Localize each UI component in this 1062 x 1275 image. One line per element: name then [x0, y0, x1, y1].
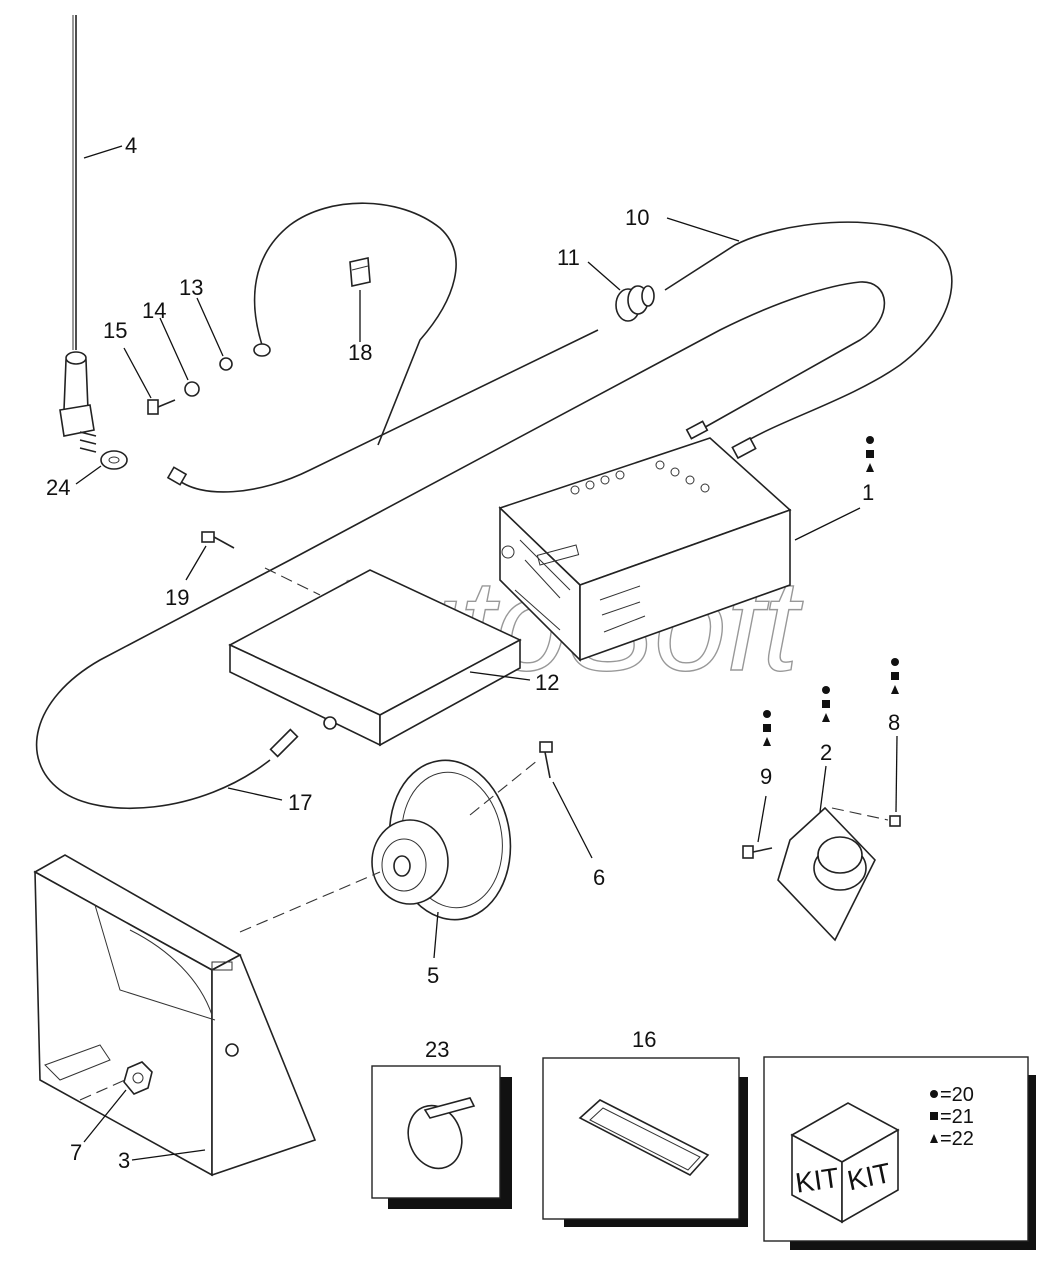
- tweeter-screw: [742, 845, 754, 859]
- label-9: 9: [760, 764, 772, 789]
- flat-washer: [219, 357, 233, 371]
- tweeter: [777, 806, 876, 942]
- kit-legend-item-20: =20: [940, 1084, 974, 1106]
- label-4: 4: [125, 133, 137, 158]
- label-12: 12: [535, 670, 559, 695]
- lock-washer: [184, 381, 200, 397]
- grommet: [615, 285, 655, 322]
- label-23: 23: [425, 1037, 449, 1062]
- label-7: 7: [70, 1140, 82, 1165]
- cable-clip: [349, 257, 371, 287]
- radio-head-unit: [498, 437, 792, 662]
- label-13: 13: [179, 275, 203, 300]
- kit-symbols-1: [866, 436, 874, 472]
- label-3: 3: [118, 1148, 130, 1173]
- label-5: 5: [427, 963, 439, 988]
- label-10: 10: [625, 205, 649, 230]
- speaker-screw: [539, 741, 553, 753]
- ground-strap: [253, 202, 457, 446]
- kit-legend-item-21: =21: [940, 1106, 974, 1128]
- label-11: 11: [557, 245, 580, 270]
- label-17: 17: [288, 790, 312, 815]
- antenna-nut: [100, 450, 128, 470]
- speaker: [371, 759, 512, 921]
- label-16: 16: [632, 1027, 656, 1052]
- kit-face-left: KIT: [793, 1162, 840, 1199]
- antenna-mast: [59, 15, 97, 453]
- label-6: 6: [593, 865, 605, 890]
- speaker-bracket: [33, 854, 317, 1177]
- kit-symbols-2: [822, 686, 830, 722]
- label-8: 8: [888, 710, 900, 735]
- amplifier: [228, 569, 522, 747]
- tweeter-clip-nut: [889, 815, 901, 827]
- label-18: 18: [348, 340, 372, 365]
- label-14: 14: [142, 298, 166, 323]
- label-15: 15: [103, 318, 127, 343]
- kit-symbols-8: [891, 658, 899, 694]
- clamp-kit-box: [371, 1065, 512, 1209]
- kit-legend: =20 =21 =22: [930, 1084, 974, 1150]
- label-1: 1: [862, 480, 874, 505]
- label-24: 24: [46, 475, 70, 500]
- amp-screw: [201, 531, 215, 543]
- antenna-cable: [664, 221, 953, 446]
- label-19: 19: [165, 585, 189, 610]
- ground-screw: [147, 399, 176, 415]
- bracket-nut: [123, 1061, 153, 1095]
- kit-legend-item-22: =22: [940, 1128, 974, 1150]
- label-2: 2: [820, 740, 832, 765]
- hardware-kit-box: [763, 1056, 1036, 1250]
- kit-symbols-9: [763, 710, 771, 746]
- bezel-kit-box: [542, 1057, 748, 1227]
